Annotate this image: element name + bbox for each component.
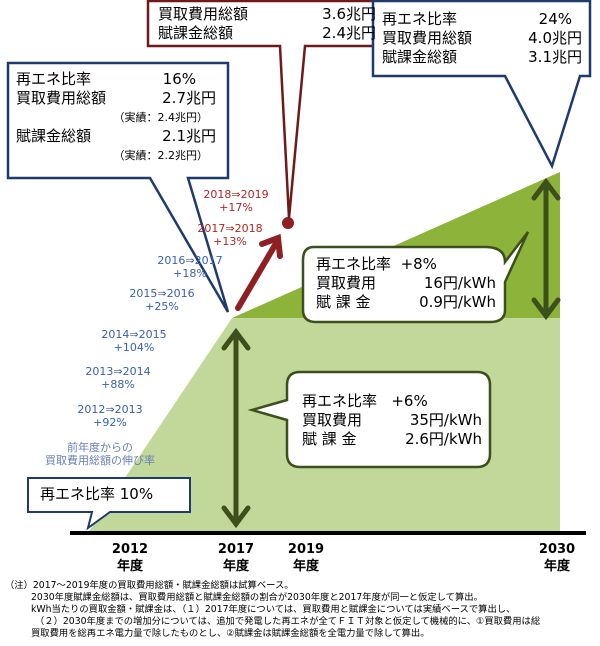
caption-line: 買取費用総額の伸び率 [45, 454, 155, 467]
footnotes: （注）2017～2019年度の買取費用総額・賦課金総額は試算ベース。 2030年… [5, 580, 540, 640]
growth-2014-2015: 2014⇒2015+104% [94, 328, 174, 354]
cost-label: 買取費用 [316, 274, 377, 292]
growth-2015-2016: 2015⇒2016+25% [122, 287, 202, 313]
cost-value: 4.0兆円 [528, 29, 582, 47]
ratio-value: 24% [538, 10, 572, 28]
ratio-label: 再エネ比率 [16, 70, 92, 88]
box-2012-text: 再エネ比率 10% [40, 485, 154, 503]
period: 2016⇒2017 [157, 254, 223, 267]
callout-increment-2017 [247, 370, 492, 469]
rate: +92% [93, 416, 127, 429]
note-line: （２）2030年度までの増加分については、追加で発電した再エネが全てＦＩＴ対象と… [35, 616, 541, 627]
growth-2012-2013: 2012⇒2013+92% [70, 403, 150, 429]
year-2019: 2019 年度 [276, 541, 336, 575]
period: 2018⇒2019 [203, 188, 269, 201]
rate: +25% [145, 300, 179, 313]
rate: +88% [101, 378, 135, 391]
year-unit: 年度 [292, 559, 319, 574]
cost-value: 3.6兆円 [322, 5, 376, 23]
year-unit: 年度 [222, 559, 249, 574]
period: 2014⇒2015 [101, 328, 167, 341]
red-growth-arrow [235, 233, 283, 311]
box-increment-2017-content: 再エネ比率 +6% 買取費用 35円/kWh 賦 課 金 2.6円/kWh [302, 392, 482, 449]
ratio-label: 再エネ比率 [302, 392, 378, 410]
ratio-value: 16% [162, 70, 196, 88]
box-increment-2030-content: 再エネ比率 +8% 買取費用 16円/kWh 賦 課 金 0.9円/kWh [316, 255, 496, 312]
cost-value: 35円/kWh [409, 411, 482, 429]
rate: +18% [173, 267, 207, 280]
growth-2016-2017: 2016⇒2017+18% [150, 254, 230, 280]
note-line: 2030年度賦課金総額は、買取費用総額と賦課金総額の割合が2030年度と2017… [31, 592, 483, 603]
cost-value: 16円/kWh [423, 274, 496, 292]
cost-label: 買取費用総額 [382, 29, 473, 47]
note-line: kWh当たりの買取金額・賦課金は、（１）2017年度については、買取費用と賦課金… [31, 604, 516, 615]
year: 2030 [538, 542, 576, 557]
cost-label: 買取費用 [302, 411, 363, 429]
year-2017: 2017 年度 [206, 541, 266, 575]
note-line: （注）2017～2019年度の買取費用総額・賦課金総額は試算ベース。 [5, 580, 294, 591]
year: 2017 [217, 542, 255, 557]
year: 2012 [111, 542, 149, 557]
cost-value: 2.7兆円 [162, 89, 216, 107]
levy-value: 2.6円/kWh [405, 430, 482, 448]
period: 2012⇒2013 [77, 403, 143, 416]
rate: +17% [219, 201, 253, 214]
cost-actual: （実績：2.4兆円） [113, 111, 209, 124]
period: 2013⇒2014 [85, 365, 151, 378]
levy-value: 2.4兆円 [322, 24, 376, 42]
levy-value: 3.1兆円 [528, 48, 582, 66]
levy-label: 賦課金総額 [16, 127, 92, 145]
box-2030-content: 再エネ比率 24% 買取費用総額 4.0兆円 賦課金総額 3.1兆円 [382, 10, 582, 67]
levy-label: 賦課金総額 [382, 48, 458, 66]
period: 2015⇒2016 [129, 287, 195, 300]
marker-2019 [282, 217, 294, 229]
box-2019-content: 買取費用総額 3.6兆円 賦課金総額 2.4兆円 [158, 5, 376, 43]
rate: +104% [113, 341, 155, 354]
callout-2017 [6, 61, 230, 313]
callout-2012 [27, 477, 191, 531]
period: 2017⇒2018 [197, 222, 263, 235]
ratio-value: +8% [400, 255, 437, 273]
double-arrow-2017 [221, 327, 251, 529]
ratio-value: +6% [391, 392, 428, 410]
growth-caption: 前年度からの買取費用総額の伸び率 [35, 441, 165, 467]
rate: +13% [213, 235, 247, 248]
growth-2017-2018: 2017⇒2018+13% [190, 222, 270, 248]
levy-label: 賦課金総額 [158, 24, 234, 42]
levy-value: 0.9円/kWh [419, 293, 496, 311]
ratio-label: 再エネ比率 [382, 10, 458, 28]
levy-label: 賦 課 金 [316, 293, 371, 311]
callout-2030 [371, 0, 592, 170]
year: 2019 [287, 542, 325, 557]
note-line: 買取費用を総再エネ電力量で除したものとし、②賦課金は賦課金総額を全電力量で除して… [31, 628, 430, 639]
cost-label: 買取費用総額 [16, 89, 107, 107]
year-unit: 年度 [543, 559, 570, 574]
double-arrow-2030 [531, 177, 561, 321]
caption-line: 前年度からの [67, 441, 133, 454]
levy-actual: （実績：2.2兆円） [113, 149, 209, 162]
year-unit: 年度 [116, 559, 143, 574]
year-2012: 2012 年度 [100, 541, 160, 575]
growth-2013-2014: 2013⇒2014+88% [78, 365, 158, 391]
year-2030: 2030 年度 [527, 541, 587, 575]
growth-2018-2019: 2018⇒2019+17% [196, 188, 276, 214]
levy-label: 賦 課 金 [302, 430, 357, 448]
callout-increment-2030 [301, 231, 530, 324]
cost-label: 買取費用総額 [158, 5, 249, 23]
ratio-label: 再エネ比率 [316, 255, 392, 273]
box-2017-content: 再エネ比率 16% 買取費用総額 2.7兆円 （実績：2.4兆円） 賦課金総額 2.1… [16, 70, 216, 165]
levy-value: 2.1兆円 [162, 127, 216, 145]
